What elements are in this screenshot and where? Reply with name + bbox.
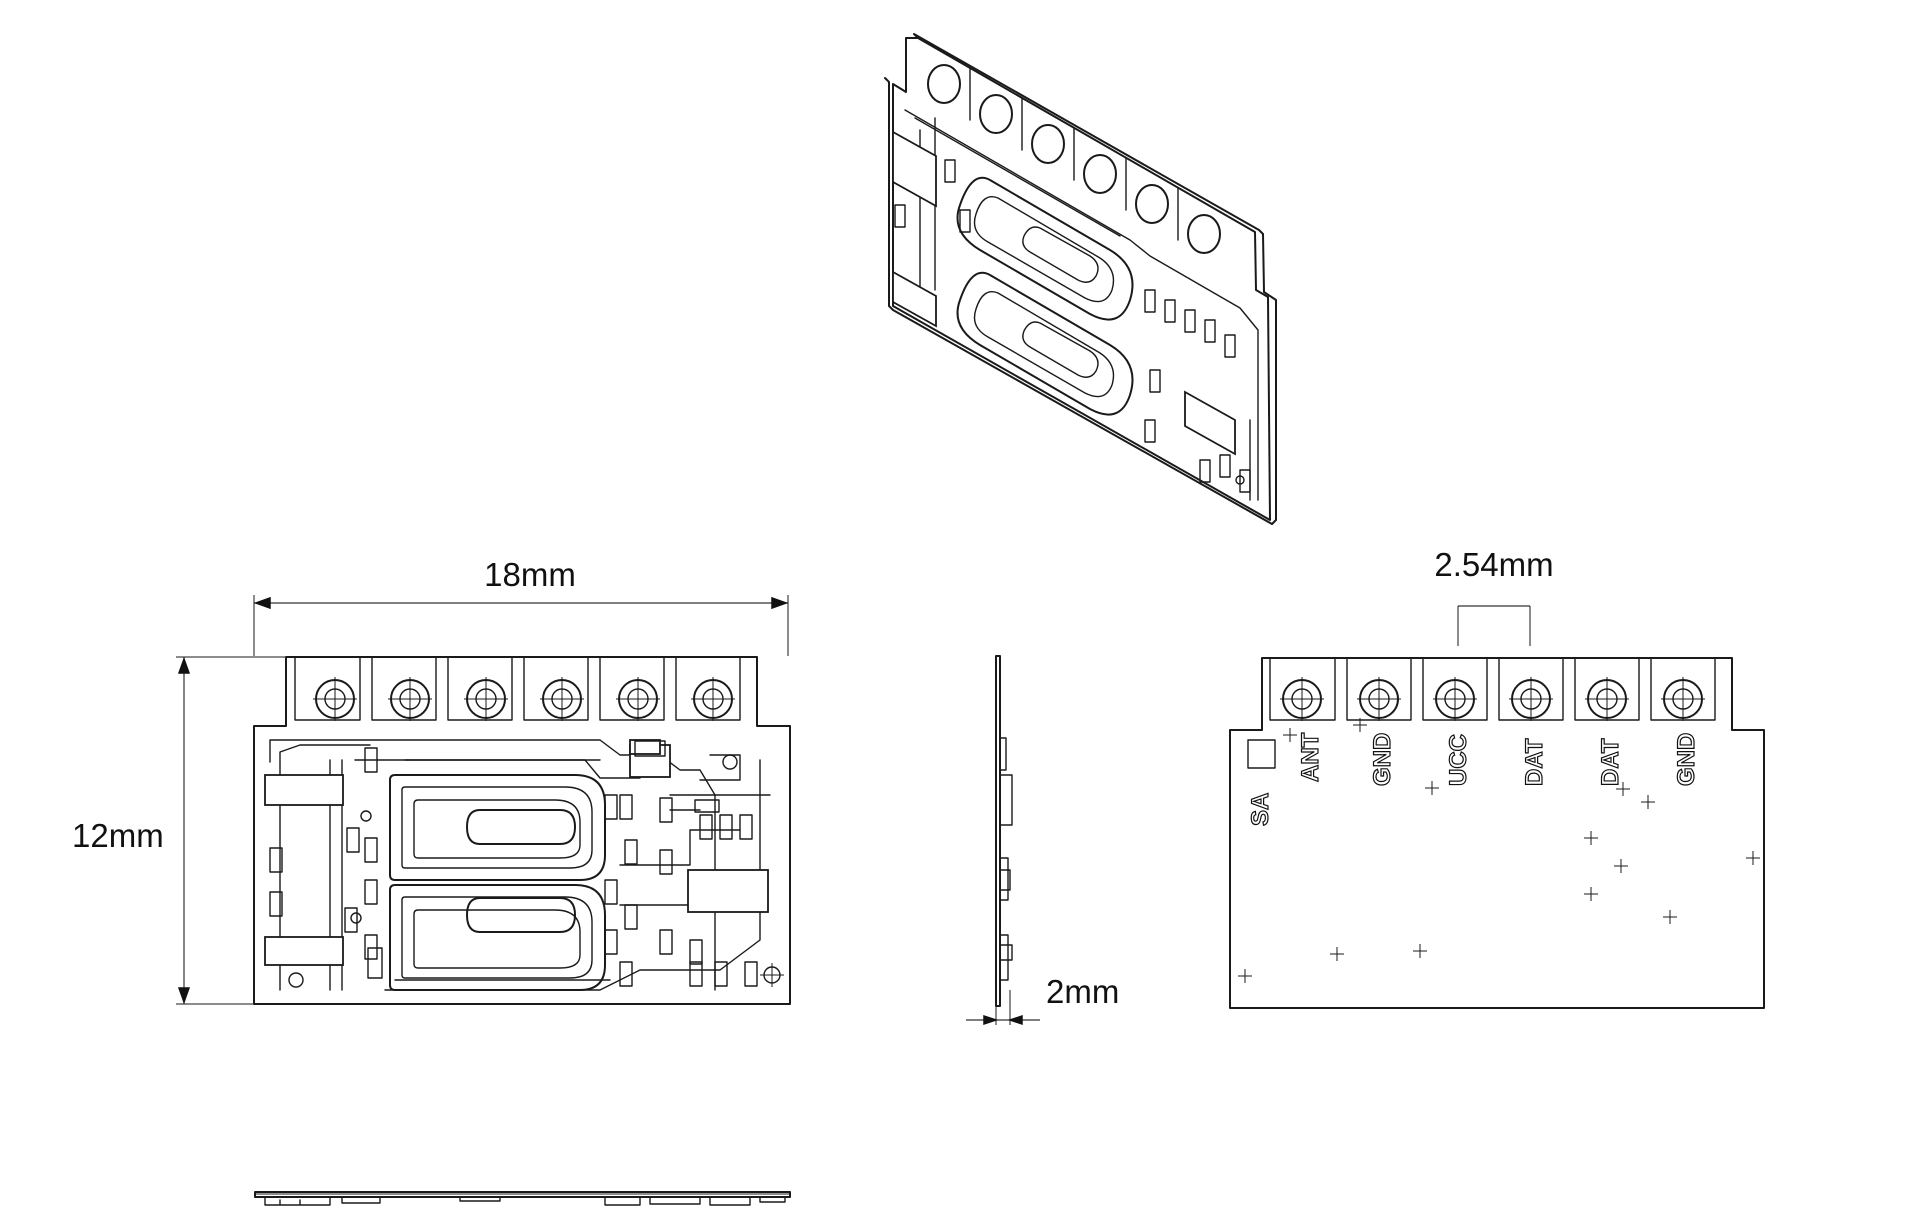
pin-label-gnd-2: GND (1673, 733, 1700, 786)
pin-label-gnd-1: GND (1369, 733, 1396, 786)
front-pin-holes (313, 677, 735, 721)
bottom-edge-view (254, 1191, 791, 1206)
front-components (264, 739, 784, 988)
pin-label-ant: ANT (1297, 732, 1324, 782)
height-dimension-label: 12mm (72, 817, 164, 854)
isometric-coils (956, 176, 1134, 416)
board-marking-label: SA (1247, 793, 1274, 826)
back-pin-holes (1280, 677, 1705, 721)
back-view: 2.54mm SA ANT GND UCC DAT DAT GND (1229, 546, 1765, 1009)
pin-label-dat-2: DAT (1597, 738, 1624, 786)
side-view: 2mm (966, 655, 1119, 1026)
pin-label-ucc: UCC (1445, 734, 1472, 786)
thickness-dimension-label: 2mm (1046, 973, 1119, 1010)
front-view: 18mm 12mm (72, 556, 791, 1005)
width-dimension-label: 18mm (484, 556, 576, 593)
pitch-dimension-label: 2.54mm (1434, 546, 1553, 583)
front-coils (389, 774, 606, 991)
isometric-pin-holes (927, 64, 1221, 254)
isometric-view (884, 33, 1277, 525)
marking-box (1247, 739, 1276, 769)
isometric-components (892, 130, 1251, 493)
back-test-points (1238, 718, 1760, 983)
pin-label-dat-1: DAT (1521, 738, 1548, 786)
